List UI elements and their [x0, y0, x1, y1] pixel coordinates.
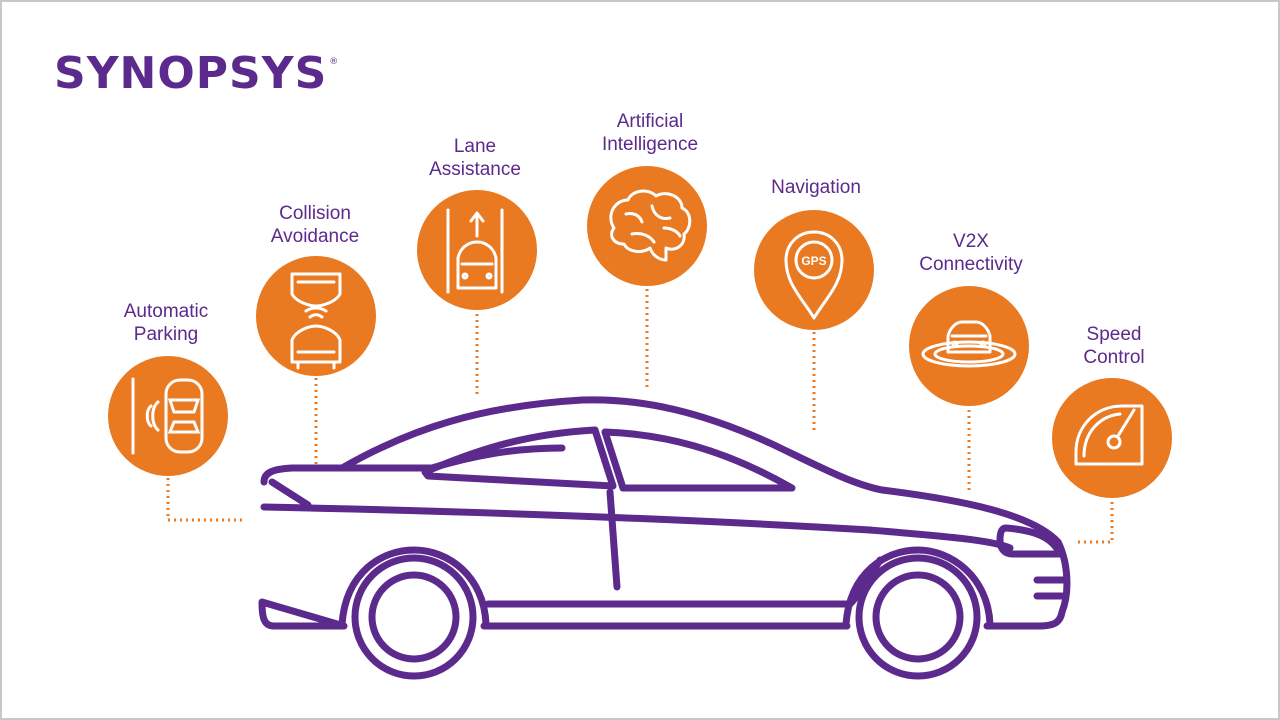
- lower-crease: [484, 556, 884, 608]
- headlight: [996, 524, 1064, 558]
- front-window: [601, 428, 796, 492]
- synopsys-logo: SYNOPSYS®: [54, 48, 340, 99]
- connector-lines: [166, 289, 1114, 544]
- gps-pin-label: GPS: [801, 254, 826, 268]
- feature-collision-avoidance: [256, 256, 376, 376]
- rear-window: [421, 426, 617, 490]
- feature-v2x-connectivity: [909, 286, 1029, 406]
- feature-speed-control: [1052, 378, 1172, 498]
- rear-wheel-arch: [338, 546, 490, 628]
- feature-navigation: GPS: [754, 210, 874, 330]
- belt-line: [260, 503, 1014, 552]
- lane-icon: [446, 208, 504, 294]
- bumper-tab: [1033, 576, 1070, 600]
- label-navigation: Navigation: [771, 177, 861, 198]
- front-wheel-rim: [872, 571, 964, 663]
- feature-automatic-parking: [108, 356, 228, 476]
- speedometer-icon: [1074, 404, 1144, 466]
- front-wheel-arch: [842, 546, 994, 628]
- brain-icon: [609, 189, 692, 262]
- v2x-car-icon: [921, 320, 1017, 368]
- feature-lane-assistance: [417, 190, 537, 310]
- parking-sensor-icon: [131, 377, 204, 455]
- rear-pillar: [268, 478, 312, 509]
- wheels: [351, 554, 981, 680]
- feature-artificial-intelligence: [587, 166, 707, 286]
- gps-pin-icon: [784, 230, 844, 320]
- collision-icon: [290, 272, 342, 370]
- connector-automatic-parking: [166, 478, 242, 522]
- rear-wheel-rim: [368, 571, 460, 663]
- car-outline: [258, 396, 1071, 630]
- door-line: [606, 488, 621, 591]
- connector-speed-control: [1078, 502, 1114, 544]
